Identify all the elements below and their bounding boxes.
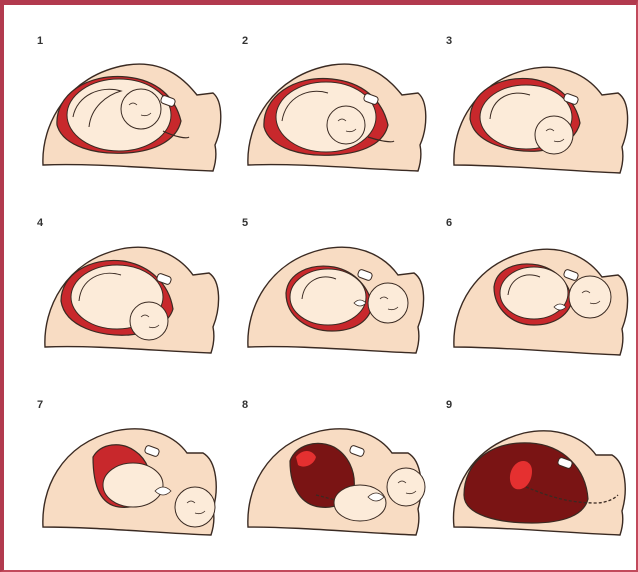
stage-illustration: [37, 399, 233, 569]
stage-panel-1: 1: [37, 35, 233, 205]
stage-illustration: [446, 35, 638, 205]
stage-illustration: [242, 217, 438, 387]
stage-panel-9: 9: [446, 399, 638, 569]
stage-panel-8: 8: [242, 399, 438, 569]
stage-illustration: [242, 399, 438, 569]
stage-panel-4: 4: [37, 217, 233, 387]
stage-panel-6: 6: [446, 217, 638, 387]
stage-illustration: [446, 217, 638, 387]
stage-panel-2: 2: [242, 35, 438, 205]
stage-illustration: [446, 399, 638, 569]
stage-panel-5: 5: [242, 217, 438, 387]
stage-illustration: [37, 217, 233, 387]
stage-illustration: [37, 35, 233, 205]
stage-illustration: [242, 35, 438, 205]
stage-panel-3: 3: [446, 35, 638, 205]
stage-panel-7: 7: [37, 399, 233, 569]
